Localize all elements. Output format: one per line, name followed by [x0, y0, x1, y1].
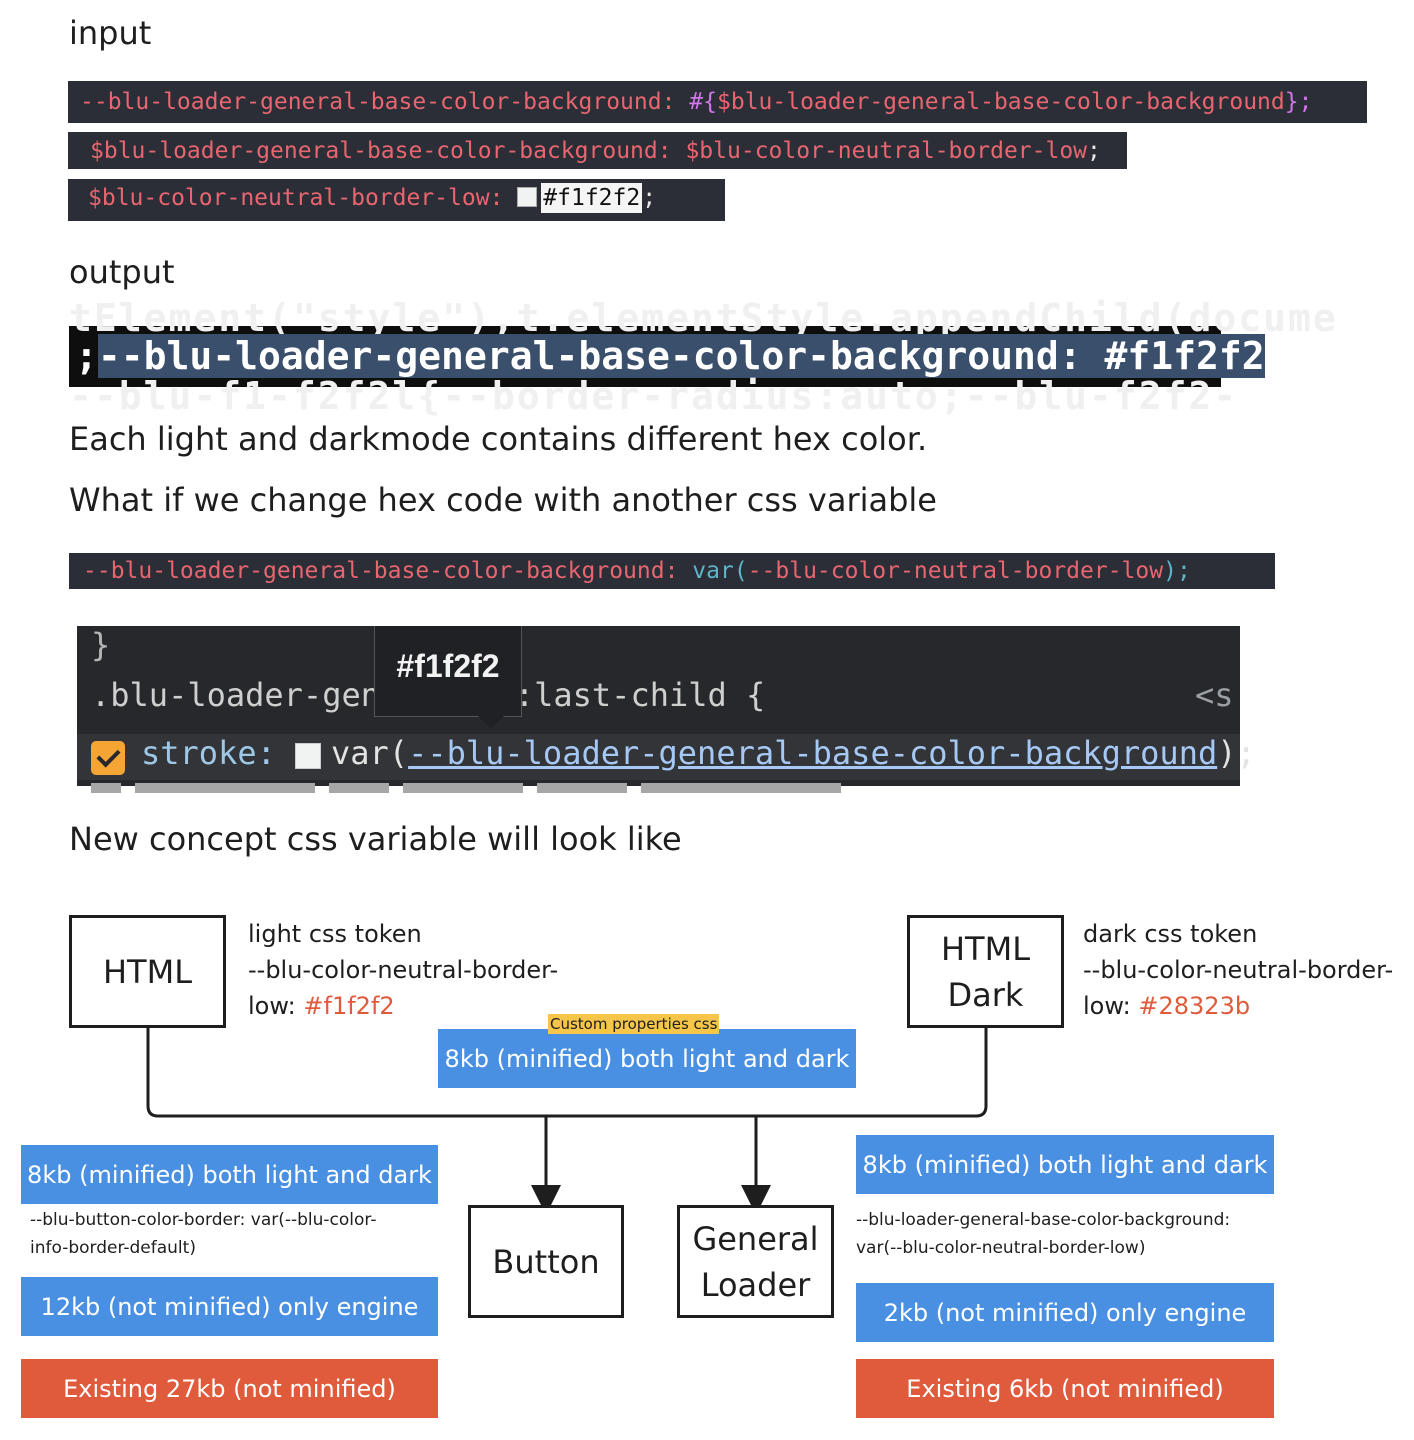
code-token: ;	[642, 185, 657, 211]
input-code-line-1: --blu-loader-general-base-color-backgrou…	[68, 81, 1367, 123]
devtools-panel: } .blu-loader-gene ircle:last-child { <s…	[77, 626, 1256, 793]
custom-properties-tag: Custom properties css	[548, 1014, 720, 1034]
left-engine-pill: 12kb (not minified) only engine	[21, 1277, 438, 1336]
code-token: $blu-loader-general-base-color-backgroun…	[717, 89, 1285, 115]
color-swatch-icon[interactable]	[295, 743, 321, 769]
right-code-note: --blu-loader-general-base-color-backgrou…	[856, 1206, 1230, 1262]
dark-token-note: dark css token --blu-color-neutral-borde…	[1083, 916, 1393, 1024]
code-token: $blu-color-neutral-border-low	[685, 138, 1088, 164]
note-line: low: #28323b	[1083, 988, 1393, 1024]
code-token: #{	[689, 89, 717, 115]
highlighted-row	[77, 734, 1240, 780]
note-line: light css token	[248, 920, 422, 948]
variable-link[interactable]: --blu-loader-general-base-color-backgrou…	[408, 734, 1218, 772]
left-size-pill: 8kb (minified) both light and dark	[21, 1145, 438, 1204]
note-line-1: Each light and darkmode contains differe…	[69, 420, 928, 458]
html-dark-box: HTML Dark	[907, 915, 1064, 1028]
code-token: ;	[1264, 334, 1288, 378]
left-code-note: --blu-button-color-border: var(--blu-col…	[30, 1206, 376, 1262]
code-token: ;	[75, 334, 98, 378]
box-line: Dark	[947, 975, 1024, 1014]
right-engine-pill: 2kb (not minified) only engine	[856, 1283, 1274, 1342]
box-line: Loader	[700, 1265, 811, 1304]
html-box: HTML	[69, 915, 226, 1028]
note-line-2: What if we change hex code with another …	[69, 481, 937, 519]
css-property: stroke:	[141, 734, 276, 772]
code-token: $blu-loader-general-base-color-backgroun…	[90, 138, 672, 164]
tooltip-arrow	[477, 715, 505, 729]
note-line: --blu-button-color-border: var(--blu-col…	[30, 1210, 377, 1230]
note-line: --blu-color-neutral-border-	[1083, 956, 1394, 984]
note-line: dark css token	[1083, 920, 1258, 948]
note-line: --blu-loader-general-base-color-backgrou…	[856, 1210, 1231, 1230]
right-existing-pill: Existing 6kb (not minified)	[856, 1359, 1274, 1418]
css-value: var(--blu-loader-general-base-color-back…	[331, 734, 1256, 772]
code-token: );	[1217, 734, 1256, 772]
center-size-pill: 8kb (minified) both light and dark	[438, 1029, 856, 1088]
note-line: low: #f1f2f2	[248, 988, 558, 1024]
light-hex: #f1f2f2	[303, 992, 395, 1020]
hex-value: #f1f2f2	[541, 183, 643, 213]
code-token: --blu-loader-general-base-color-backgrou…	[83, 558, 679, 584]
code-token: $blu-color-neutral-border-low:	[88, 185, 504, 211]
general-loader-box: General Loader	[677, 1205, 834, 1318]
box-line: General	[692, 1219, 819, 1258]
next-row-fragment	[91, 778, 1191, 793]
color-swatch-icon	[517, 187, 538, 207]
connector-line	[146, 1028, 988, 1118]
property-checkbox[interactable]	[91, 741, 125, 775]
selected-code: --blu-loader-general-base-color-backgrou…	[97, 334, 1265, 378]
code-token: var(	[331, 734, 409, 772]
light-token-note: light css token --blu-color-neutral-bord…	[248, 916, 558, 1024]
output-code: tElement("style"),t.elementStyle.appendC…	[69, 296, 1336, 418]
code-token: );	[1163, 558, 1191, 584]
code-token: ;	[1087, 138, 1101, 164]
source-link[interactable]: <s	[1195, 676, 1234, 714]
left-existing-pill: Existing 27kb (not minified)	[21, 1359, 438, 1418]
concept-heading: New concept css variable will look like	[69, 820, 682, 858]
code-token: --blu-color-neutral-border-low	[747, 558, 1164, 584]
color-tooltip: #f1f2f2	[374, 626, 522, 717]
output-code-line: ;--blu-loader-general-base-color-backgro…	[75, 334, 1288, 378]
note-line: info-border-default)	[30, 1238, 196, 1258]
note-line: var(--blu-color-neutral-border-low)	[856, 1238, 1146, 1258]
note-text: low:	[248, 992, 304, 1020]
code-token: };	[1284, 89, 1313, 115]
code-token: var(	[692, 558, 748, 584]
button-box: Button	[468, 1205, 624, 1318]
right-size-pill: 8kb (minified) both light and dark	[856, 1135, 1274, 1194]
ghost-line-bottom: --blu-f1-f2f2l{--border-radius:auto;--bl…	[69, 374, 1239, 418]
tooltip-text: #f1f2f2	[396, 648, 500, 684]
code-token: --blu-loader-general-base-color-backgrou…	[80, 89, 676, 115]
input-code-line-2: $blu-loader-general-base-color-backgroun…	[68, 132, 1127, 169]
ghost-line-top: tElement("style"),t.elementStyle.appendC…	[69, 296, 1338, 340]
input-heading: input	[69, 14, 152, 52]
output-heading: output	[69, 253, 175, 291]
note-line: --blu-color-neutral-border-	[248, 956, 559, 984]
dark-hex: #28323b	[1138, 992, 1251, 1020]
box-line: HTML	[940, 929, 1031, 968]
note-text: low:	[1083, 992, 1139, 1020]
var-code-line: --blu-loader-general-base-color-backgrou…	[69, 553, 1275, 589]
closing-brace: }	[91, 626, 111, 664]
input-code-line-3: $blu-color-neutral-border-low: #f1f2f2;	[68, 179, 725, 221]
